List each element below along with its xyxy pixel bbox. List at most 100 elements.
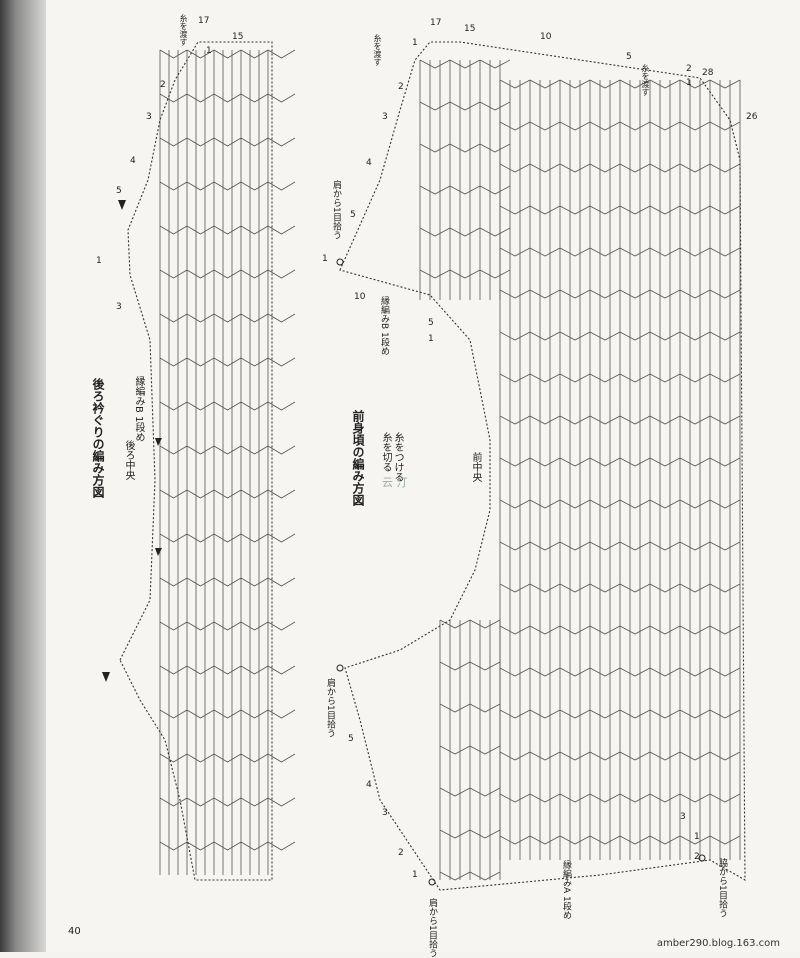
triangle-marker-icon bbox=[118, 200, 126, 210]
v-stitch bbox=[589, 205, 621, 215]
front-thread-note: 糸を渡す bbox=[373, 34, 382, 66]
v-stitch bbox=[529, 163, 561, 173]
v-stitch bbox=[499, 835, 531, 845]
circle-marker-icon bbox=[336, 664, 344, 672]
v-stitch bbox=[419, 269, 451, 279]
v-stitch bbox=[709, 289, 741, 299]
v-stitch bbox=[559, 373, 591, 383]
v-stitch bbox=[529, 331, 561, 341]
v-stitch bbox=[267, 489, 296, 499]
back-row-5: 5 bbox=[116, 186, 122, 196]
v-stitch bbox=[240, 313, 269, 323]
v-stitch bbox=[559, 415, 591, 425]
v-stitch bbox=[499, 289, 531, 299]
front-attach-note: 糸をつける bbox=[392, 432, 403, 482]
v-stitch bbox=[619, 709, 651, 719]
v-stitch bbox=[499, 667, 531, 677]
v-stitch bbox=[159, 357, 188, 367]
v-stitch bbox=[649, 667, 681, 677]
front-row-26: 26 bbox=[746, 112, 758, 122]
v-stitch bbox=[186, 577, 215, 587]
front-row-5d: 5 bbox=[348, 734, 354, 744]
v-stitch bbox=[649, 625, 681, 635]
v-stitch bbox=[529, 373, 561, 383]
v-stitch bbox=[213, 665, 242, 675]
v-stitch bbox=[529, 457, 561, 467]
v-stitch bbox=[649, 79, 681, 89]
v-stitch bbox=[159, 533, 188, 543]
v-stitch bbox=[619, 415, 651, 425]
v-stitch bbox=[449, 227, 481, 237]
back-row-1b: 1 bbox=[96, 256, 102, 266]
v-stitch bbox=[559, 79, 591, 89]
v-stitch bbox=[449, 143, 481, 153]
v-stitch bbox=[709, 163, 741, 173]
v-stitch bbox=[439, 703, 471, 713]
v-stitch bbox=[559, 205, 591, 215]
v-stitch bbox=[439, 871, 471, 881]
v-stitch bbox=[649, 793, 681, 803]
v-stitch bbox=[213, 357, 242, 367]
v-stitch bbox=[619, 205, 651, 215]
v-stitch bbox=[649, 289, 681, 299]
v-stitch bbox=[529, 709, 561, 719]
v-stitch bbox=[159, 621, 188, 631]
front-row-15: 15 bbox=[464, 24, 476, 34]
v-stitch bbox=[529, 583, 561, 593]
v-stitch bbox=[267, 357, 296, 367]
v-stitch bbox=[649, 163, 681, 173]
v-stitch bbox=[186, 489, 215, 499]
v-stitch bbox=[499, 541, 531, 551]
v-stitch bbox=[679, 331, 711, 341]
v-stitch bbox=[449, 185, 481, 195]
v-stitch bbox=[709, 331, 741, 341]
v-stitch bbox=[679, 373, 711, 383]
v-stitch bbox=[213, 489, 242, 499]
v-stitch bbox=[649, 331, 681, 341]
v-stitch bbox=[619, 625, 651, 635]
v-stitch bbox=[240, 489, 269, 499]
v-stitch bbox=[186, 137, 215, 147]
back-row-3: 3 bbox=[146, 112, 152, 122]
v-stitch bbox=[589, 625, 621, 635]
v-stitch bbox=[709, 541, 741, 551]
v-stitch bbox=[559, 247, 591, 257]
v-stitch bbox=[499, 163, 531, 173]
book-page bbox=[46, 0, 800, 952]
v-stitch bbox=[499, 583, 531, 593]
v-stitch bbox=[159, 313, 188, 323]
v-stitch bbox=[159, 577, 188, 587]
v-stitch bbox=[679, 79, 711, 89]
back-thread-note: 糸を渡す bbox=[179, 14, 188, 46]
front-edge-b-label: 縁編みB 1段め bbox=[379, 296, 389, 356]
v-stitch bbox=[529, 751, 561, 761]
v-stitch bbox=[213, 225, 242, 235]
v-stitch bbox=[499, 751, 531, 761]
back-row-15: 15 bbox=[232, 32, 244, 42]
front-row-1: 1 bbox=[412, 38, 418, 48]
v-stitch bbox=[529, 499, 561, 509]
v-stitch bbox=[213, 313, 242, 323]
v-stitch bbox=[619, 289, 651, 299]
front-pickup-shoulder-bottom: 肩から1目拾う bbox=[325, 678, 335, 738]
circle-marker-icon bbox=[698, 854, 706, 862]
v-stitch bbox=[240, 225, 269, 235]
v-stitch bbox=[619, 835, 651, 845]
v-stitch bbox=[589, 835, 621, 845]
v-stitch bbox=[589, 541, 621, 551]
v-stitch bbox=[469, 829, 501, 839]
front-row-1e: 1 bbox=[412, 870, 418, 880]
v-stitch bbox=[213, 93, 242, 103]
v-stitch bbox=[499, 247, 531, 257]
v-stitch bbox=[186, 313, 215, 323]
circle-marker-icon bbox=[428, 878, 436, 886]
v-stitch bbox=[619, 499, 651, 509]
v-stitch bbox=[679, 289, 711, 299]
v-stitch bbox=[499, 415, 531, 425]
v-stitch bbox=[186, 841, 215, 851]
v-stitch bbox=[267, 93, 296, 103]
v-stitch bbox=[186, 621, 215, 631]
v-stitch bbox=[479, 143, 511, 153]
v-stitch bbox=[679, 247, 711, 257]
